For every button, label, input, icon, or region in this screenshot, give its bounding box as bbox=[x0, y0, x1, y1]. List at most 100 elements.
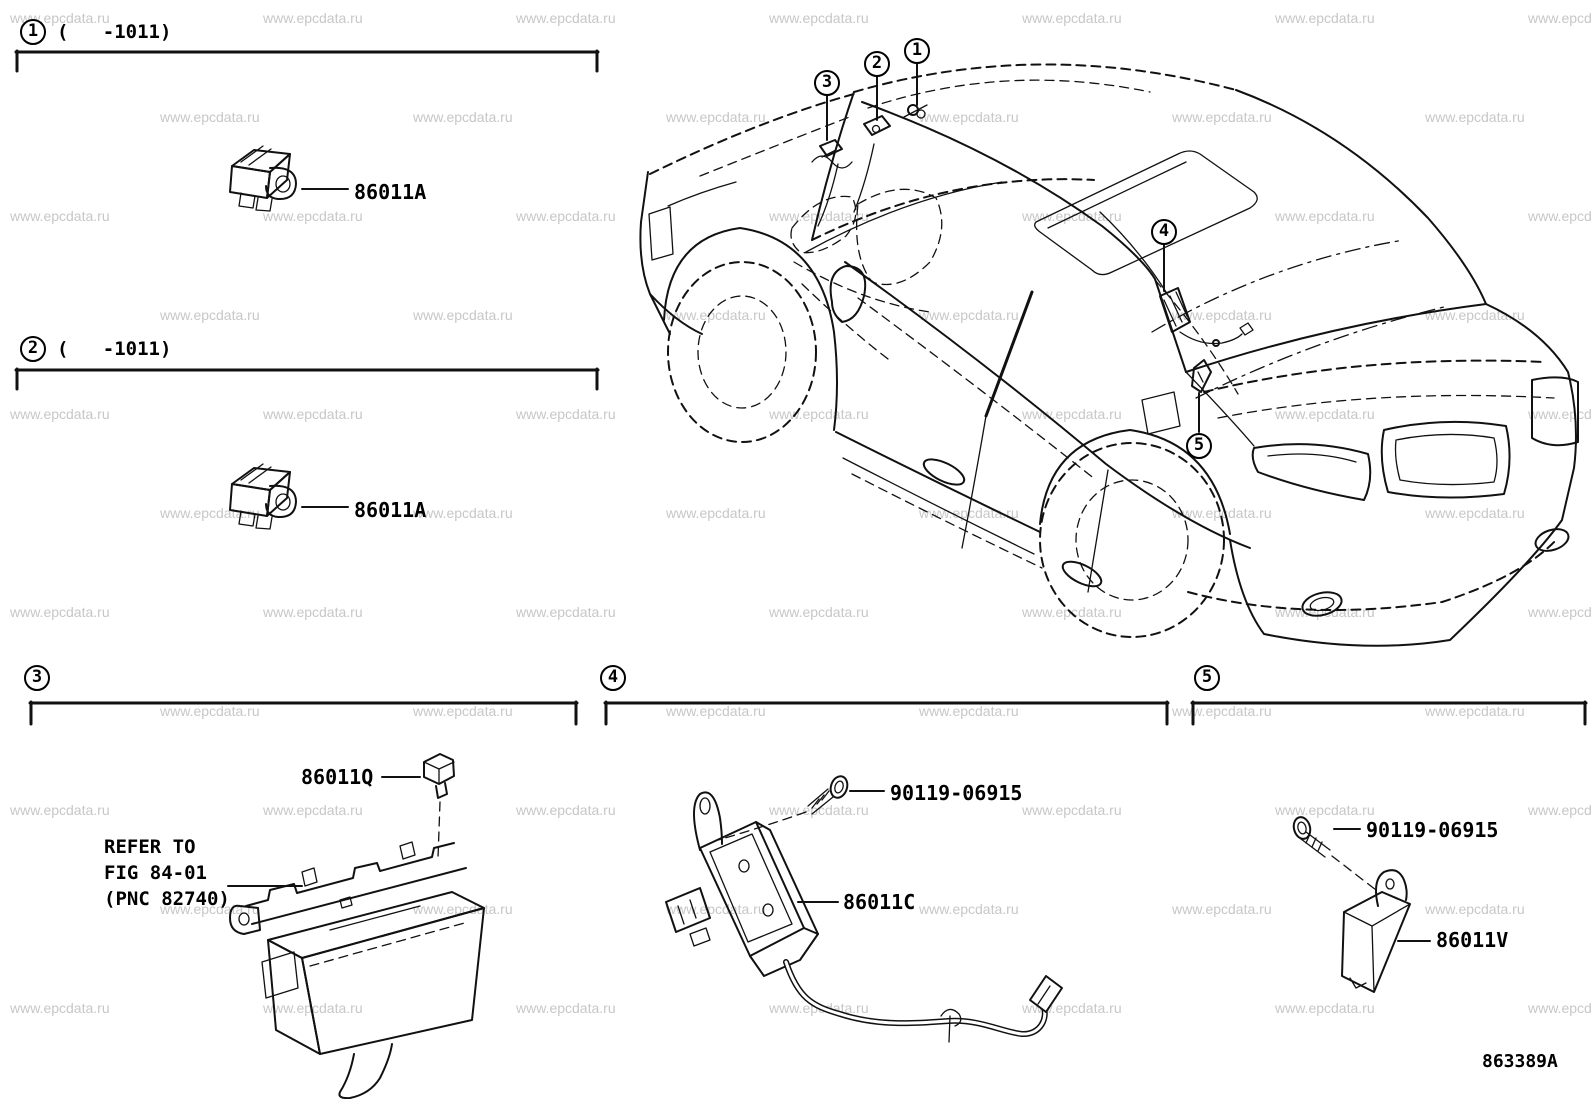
watermark: www.epcdata.ru bbox=[10, 1000, 110, 1016]
watermark: www.epcdata.ru bbox=[516, 604, 616, 620]
watermark: www.epcdata.ru bbox=[1172, 109, 1272, 125]
reference-note: REFER TO FIG 84-01 (PNC 82740) bbox=[104, 834, 230, 912]
watermark: www.epcdata.ru bbox=[160, 505, 260, 521]
watermark: www.epcdata.ru bbox=[1022, 406, 1122, 422]
watermark: www.epcdata.ru bbox=[1275, 1000, 1375, 1016]
junction-block-drawing bbox=[227, 841, 485, 1099]
reference-line2: FIG 84-01 bbox=[104, 862, 207, 884]
car-callout-2: 2 bbox=[864, 51, 890, 77]
watermark: www.epcdata.ru bbox=[919, 703, 1019, 719]
watermark: www.epcdata.ru bbox=[160, 109, 260, 125]
part-label-86011a-2: 86011A bbox=[354, 498, 427, 522]
watermark: www.epcdata.ru bbox=[1425, 505, 1525, 521]
pillar-antenna-part bbox=[1159, 287, 1254, 347]
watermark: www.epcdata.ru bbox=[1275, 406, 1375, 422]
part-label-86011a-1: 86011A bbox=[354, 180, 427, 204]
section3-callout: 3 bbox=[24, 665, 50, 691]
watermark: www.epcdata.ru bbox=[516, 1000, 616, 1016]
watermark: www.epcdata.ru bbox=[1425, 901, 1525, 917]
part-label-86011v: 86011V bbox=[1436, 928, 1509, 952]
watermark: www.epcdata.ru bbox=[1275, 802, 1375, 818]
car-callout-3: 3 bbox=[814, 70, 840, 96]
watermark: www.epcdata.ru bbox=[160, 307, 260, 323]
watermark: www.epcdata.ru bbox=[1528, 10, 1592, 26]
watermark: www.epcdata.ru bbox=[1275, 10, 1375, 26]
module-86011v-drawing bbox=[1341, 869, 1431, 993]
section1-note: ( -1011) bbox=[57, 21, 172, 43]
reference-line3: (PNC 82740) bbox=[104, 888, 230, 910]
watermark: www.epcdata.ru bbox=[919, 109, 1019, 125]
watermark: www.epcdata.ru bbox=[919, 307, 1019, 323]
watermark: www.epcdata.ru bbox=[1528, 208, 1592, 224]
watermark: www.epcdata.ru bbox=[1172, 307, 1272, 323]
watermark: www.epcdata.ru bbox=[263, 208, 363, 224]
section5-bracket bbox=[1190, 700, 1588, 726]
watermark: www.epcdata.ru bbox=[1172, 505, 1272, 521]
part-label-90119-06915-s5: 90119-06915 bbox=[1366, 818, 1499, 842]
diagram-code: 863389A bbox=[1482, 1051, 1558, 1072]
watermark: www.epcdata.ru bbox=[1275, 604, 1375, 620]
watermark: www.epcdata.ru bbox=[263, 406, 363, 422]
watermark: www.epcdata.ru bbox=[1528, 802, 1592, 818]
car-callout-5: 5 bbox=[1186, 433, 1212, 459]
watermark: www.epcdata.ru bbox=[1172, 901, 1272, 917]
watermark: www.epcdata.ru bbox=[10, 802, 110, 818]
section3-bracket bbox=[28, 700, 579, 726]
car-callout-4: 4 bbox=[1151, 219, 1177, 245]
watermark: www.epcdata.ru bbox=[1022, 10, 1122, 26]
clip-86011q-drawing bbox=[381, 753, 455, 859]
section1-bracket bbox=[14, 49, 600, 73]
part-label-86011q: 86011Q bbox=[301, 765, 374, 789]
watermark: www.epcdata.ru bbox=[516, 406, 616, 422]
quarter-antenna-part bbox=[1191, 359, 1212, 393]
watermark: www.epcdata.ru bbox=[1425, 703, 1525, 719]
watermark: www.epcdata.ru bbox=[666, 505, 766, 521]
watermark: www.epcdata.ru bbox=[516, 208, 616, 224]
reference-line1: REFER TO bbox=[104, 836, 196, 858]
car-callout-1: 1 bbox=[904, 38, 930, 64]
watermark: www.epcdata.ru bbox=[769, 208, 869, 224]
part-label-90119-06915-s4: 90119-06915 bbox=[890, 781, 1023, 805]
watermark: www.epcdata.ru bbox=[263, 604, 363, 620]
watermark: www.epcdata.ru bbox=[666, 901, 766, 917]
section4-bracket bbox=[603, 700, 1170, 726]
watermark: www.epcdata.ru bbox=[10, 604, 110, 620]
watermark: www.epcdata.ru bbox=[1528, 1000, 1592, 1016]
section1-callout: 1 bbox=[20, 19, 46, 45]
watermark: www.epcdata.ru bbox=[1425, 109, 1525, 125]
callout-leaders bbox=[826, 63, 1200, 433]
watermark: www.epcdata.ru bbox=[1022, 802, 1122, 818]
watermark: www.epcdata.ru bbox=[919, 901, 1019, 917]
watermark: www.epcdata.ru bbox=[160, 703, 260, 719]
watermark: www.epcdata.ru bbox=[160, 901, 260, 917]
watermark: www.epcdata.ru bbox=[413, 109, 513, 125]
car-drawing bbox=[639, 63, 1579, 647]
watermark: www.epcdata.ru bbox=[413, 505, 513, 521]
part-label-86011c: 86011C bbox=[843, 890, 916, 914]
section2-note: ( -1011) bbox=[57, 338, 172, 360]
amplifier-86011c-drawing bbox=[665, 791, 1063, 1043]
watermark: www.epcdata.ru bbox=[666, 307, 766, 323]
watermark: www.epcdata.ru bbox=[263, 1000, 363, 1016]
watermark: www.epcdata.ru bbox=[413, 703, 513, 719]
watermark: www.epcdata.ru bbox=[769, 604, 869, 620]
screw-90119-06915-s4 bbox=[717, 775, 885, 841]
watermark: www.epcdata.ru bbox=[769, 802, 869, 818]
watermark: www.epcdata.ru bbox=[413, 307, 513, 323]
watermark: www.epcdata.ru bbox=[769, 10, 869, 26]
section4-callout: 4 bbox=[600, 665, 626, 691]
watermark: www.epcdata.ru bbox=[10, 208, 110, 224]
watermark: www.epcdata.ru bbox=[1528, 604, 1592, 620]
watermark: www.epcdata.ru bbox=[769, 406, 869, 422]
watermark: www.epcdata.ru bbox=[1275, 208, 1375, 224]
connector-86011a-drawing bbox=[229, 145, 349, 212]
screw-90119-06915-s5 bbox=[1292, 816, 1377, 891]
section2-callout: 2 bbox=[20, 336, 46, 362]
section2-bracket bbox=[14, 367, 600, 391]
watermark: www.epcdata.ru bbox=[666, 703, 766, 719]
section5-callout: 5 bbox=[1194, 665, 1220, 691]
watermark: www.epcdata.ru bbox=[263, 10, 363, 26]
watermark: www.epcdata.ru bbox=[263, 802, 363, 818]
